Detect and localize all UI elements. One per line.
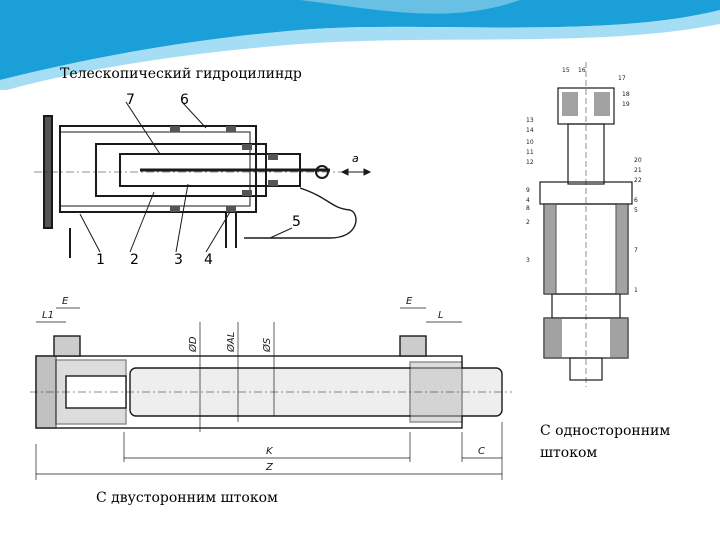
- part-10: 10: [526, 139, 534, 146]
- part-22: 22: [634, 177, 642, 184]
- part-8: 8: [526, 205, 530, 212]
- part-14: 14: [526, 127, 534, 134]
- wave-highlight: [300, 0, 520, 14]
- slide-title: Телескопический гидроцилиндр: [60, 66, 302, 82]
- diam-al: ØAL: [225, 332, 237, 353]
- label-7: 7: [126, 92, 135, 108]
- part-19: 19: [622, 101, 630, 108]
- wave-band-light: [0, 10, 720, 90]
- label-a: a: [352, 152, 359, 165]
- part-1: 1: [634, 287, 638, 294]
- dim-e-left: E: [62, 296, 69, 307]
- label-4: 4: [204, 252, 213, 268]
- diam-s: ØS: [261, 337, 273, 353]
- part-15: 15: [562, 67, 570, 74]
- label-5: 5: [292, 214, 301, 230]
- part-2: 2: [526, 219, 530, 226]
- part-3: 3: [526, 257, 530, 264]
- part-17: 17: [618, 75, 626, 82]
- part-13: 13: [526, 117, 534, 124]
- diam-d: ØD: [187, 336, 199, 353]
- part-16: 16: [578, 67, 586, 74]
- part-11: 11: [526, 149, 534, 156]
- part-18: 18: [622, 91, 630, 98]
- double-rod-cylinder-drawing: E L1 E L K C Z ØD ØAL ØS: [30, 296, 512, 480]
- label-6: 6: [180, 92, 189, 108]
- part-4: 4: [526, 197, 530, 204]
- dim-k: K: [266, 446, 274, 457]
- header-wave: [0, 0, 720, 90]
- single-rod-cylinder-drawing: 15 16 17 13 14 18 19 10 11 12 20 21 22 9…: [526, 62, 642, 387]
- part-7: 7: [634, 247, 638, 254]
- label-2: 2: [130, 252, 139, 268]
- dim-e-right: E: [406, 296, 413, 307]
- caption-double-rod: С двусторонним штоком: [96, 490, 278, 506]
- label-3: 3: [174, 252, 183, 268]
- dim-c: C: [478, 446, 485, 457]
- telescopic-cylinder-drawing: 7 6 5 1 2 3 4 a: [34, 92, 372, 268]
- wave-band-dark: [0, 0, 720, 80]
- caption-single-rod: С односторонним штоком: [540, 423, 671, 461]
- dim-l: L: [438, 310, 444, 321]
- dim-l1: L1: [42, 310, 54, 321]
- part-21: 21: [634, 167, 642, 174]
- part-9: 9: [526, 187, 530, 194]
- label-1: 1: [96, 252, 105, 268]
- part-5: 5: [634, 207, 638, 214]
- part-12: 12: [526, 159, 534, 166]
- part-20: 20: [634, 157, 642, 164]
- dim-z: Z: [265, 462, 274, 473]
- part-6: 6: [634, 197, 638, 204]
